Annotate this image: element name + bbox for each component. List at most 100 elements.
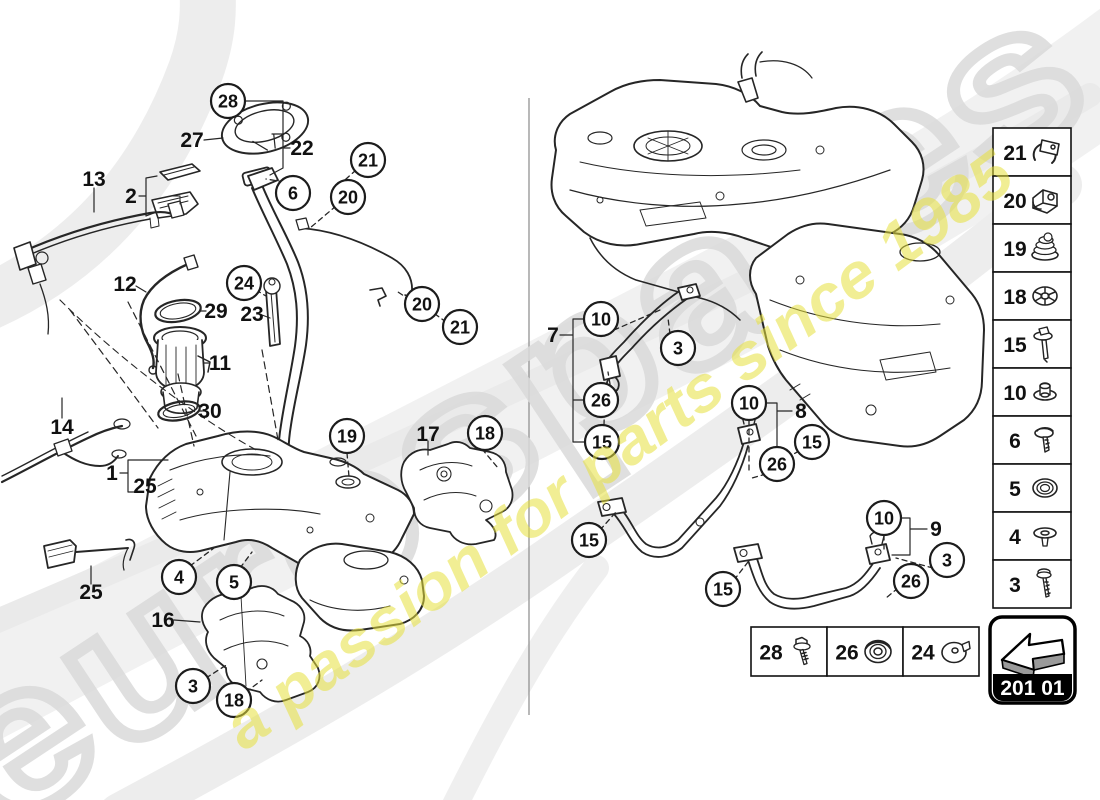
callout-circle-3[interactable]: 3	[174, 667, 212, 705]
legend-number: 10	[1003, 382, 1026, 405]
callout-label-25[interactable]: 25	[79, 581, 103, 604]
legend-number: 5	[1009, 478, 1021, 501]
callout-number: 10	[591, 310, 611, 330]
callout-circle-5[interactable]: 5	[215, 563, 253, 601]
legend-number: 20	[1003, 190, 1026, 213]
legend-item-10[interactable]: 10	[992, 367, 1072, 417]
legend-item-3[interactable]: 3	[992, 559, 1072, 609]
callout-label-7[interactable]: 7	[547, 324, 559, 347]
callout-circle-26[interactable]: 26	[582, 381, 620, 419]
callout-label-13[interactable]: 13	[82, 168, 105, 191]
callout-number: 26	[901, 572, 921, 592]
callout-label-16[interactable]: 16	[151, 609, 174, 632]
diagram-code-badge: 201 01	[988, 615, 1077, 705]
callout-circle-21[interactable]: 21	[441, 308, 479, 346]
callout-circle-3[interactable]: 3	[928, 541, 966, 579]
callout-label-2[interactable]: 2	[125, 185, 137, 208]
clamp-block-icon	[1032, 189, 1058, 214]
legend-number: 24	[911, 642, 935, 665]
callout-number: 15	[592, 433, 612, 453]
legend-item-15[interactable]: 15	[992, 319, 1072, 369]
legend-item-28[interactable]: 28	[750, 626, 828, 677]
legend-item-26[interactable]: 26	[826, 626, 904, 677]
callout-label-9[interactable]: 9	[930, 518, 942, 541]
spoked-disc-icon	[1032, 286, 1058, 306]
callout-circle-3[interactable]: 3	[659, 329, 697, 367]
legend-number: 6	[1009, 430, 1021, 453]
callout-circle-19[interactable]: 19	[328, 417, 366, 455]
legend-number: 21	[1003, 142, 1027, 165]
callout-circle-26[interactable]: 26	[758, 445, 796, 483]
legend-right-column: 21 20 19 18 15 10 6 5 4 3	[992, 127, 1072, 609]
callout-number: 28	[218, 92, 238, 112]
callout-label-14[interactable]: 14	[50, 416, 74, 439]
callout-circle-15[interactable]: 15	[704, 570, 742, 608]
legend-item-21[interactable]: 21	[992, 127, 1072, 177]
callout-number: 24	[234, 274, 254, 294]
callout-circle-15[interactable]: 15	[583, 423, 621, 461]
pipe-clamp-icon	[1032, 139, 1060, 164]
callout-label-29[interactable]: 29	[204, 300, 227, 323]
legend-number: 3	[1009, 574, 1021, 597]
flanged-spacer-icon	[1033, 527, 1057, 547]
callout-circle-10[interactable]: 10	[730, 384, 768, 422]
callout-number: 3	[942, 551, 952, 571]
legend-item-4[interactable]: 4	[992, 511, 1072, 561]
callout-circle-24[interactable]: 24	[225, 264, 263, 302]
callout-circle-26[interactable]: 26	[892, 562, 930, 600]
callout-number: 15	[579, 531, 599, 551]
callout-label-1[interactable]: 1	[106, 462, 118, 485]
callout-label-8[interactable]: 8	[795, 400, 807, 423]
legend-item-5[interactable]: 5	[992, 463, 1072, 513]
callout-circle-20[interactable]: 20	[329, 178, 367, 216]
ribbed-grommet-icon	[864, 639, 892, 664]
callout-label-23[interactable]: 23	[240, 303, 263, 326]
legend-number: 28	[759, 642, 783, 665]
callout-label-12[interactable]: 12	[113, 273, 136, 296]
callout-label-17[interactable]: 17	[416, 423, 439, 446]
callout-number: 21	[358, 151, 378, 171]
callout-circle-6[interactable]: 6	[274, 174, 312, 212]
callout-number: 10	[739, 394, 759, 414]
callout-label-25[interactable]: 25	[133, 475, 157, 498]
legend-item-20[interactable]: 20	[992, 175, 1072, 225]
grommet-icon	[1032, 478, 1058, 498]
callout-circle-15[interactable]: 15	[570, 521, 608, 559]
callout-label-30[interactable]: 30	[198, 400, 221, 423]
callout-circle-10[interactable]: 10	[582, 300, 620, 338]
callout-circle-18[interactable]: 18	[466, 414, 504, 452]
legend-bottom-row: 28 26 24	[750, 626, 980, 677]
legend-item-6[interactable]: 6	[992, 415, 1072, 465]
legend-item-24[interactable]: 24	[902, 626, 980, 677]
callout-number: 26	[591, 391, 611, 411]
callout-number: 20	[412, 295, 432, 315]
hex-screw-icon	[793, 636, 811, 666]
callout-circle-21[interactable]: 21	[349, 141, 387, 179]
legend-item-18[interactable]: 18	[992, 271, 1072, 321]
callout-label-27[interactable]: 27	[180, 129, 203, 152]
callout-label-22[interactable]: 22	[290, 137, 313, 160]
callout-number: 3	[673, 339, 683, 359]
legend-number: 15	[1003, 334, 1027, 357]
legend-number: 26	[835, 642, 858, 665]
diagram-line-art	[0, 51, 985, 703]
legend-number: 4	[1009, 526, 1021, 549]
diagram-code: 201 01	[1000, 677, 1065, 700]
callout-circle-20[interactable]: 20	[403, 285, 441, 323]
rubber-buffer-icon	[1031, 232, 1059, 261]
callout-circle-10[interactable]: 10	[865, 499, 903, 537]
callout-label-11[interactable]: 11	[209, 352, 232, 375]
callout-circle-28[interactable]: 28	[209, 82, 247, 120]
legend-number: 18	[1003, 286, 1027, 309]
callout-number: 10	[874, 509, 894, 529]
callout-circle-4[interactable]: 4	[160, 558, 198, 596]
dished-washer-icon	[941, 640, 971, 664]
callout-number: 15	[713, 580, 733, 600]
callout-circle-15[interactable]: 15	[793, 423, 831, 461]
legend-item-19[interactable]: 19	[992, 223, 1072, 273]
callout-circle-18[interactable]: 18	[215, 681, 253, 719]
callout-number: 18	[224, 691, 244, 711]
